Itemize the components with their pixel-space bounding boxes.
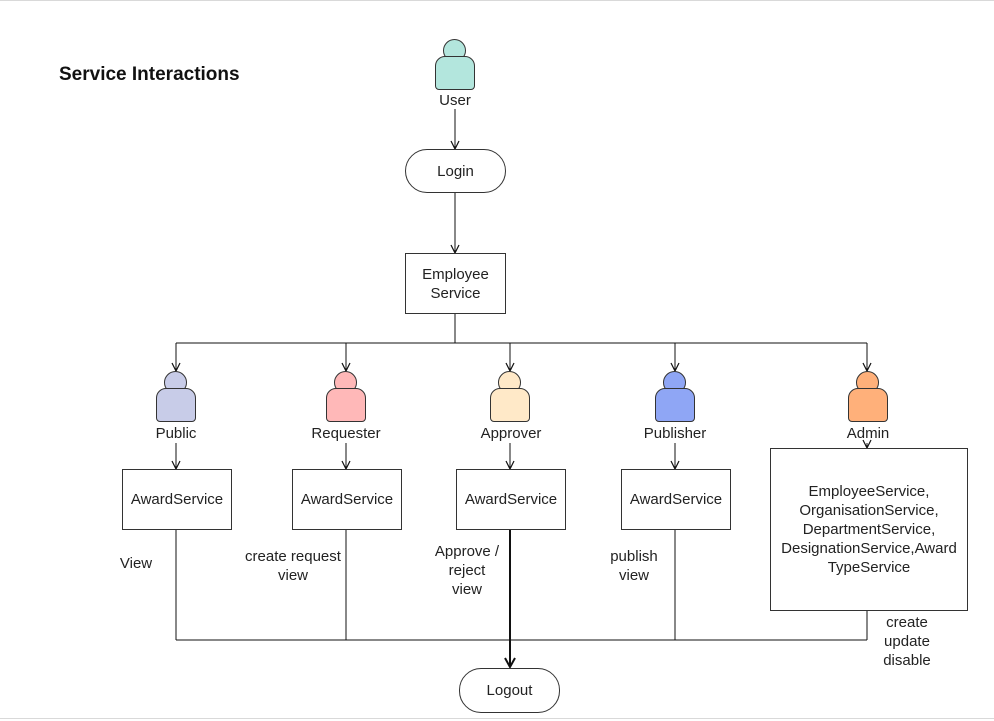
- requester-action-line-1: create request: [245, 548, 341, 565]
- diagram-title: Service Interactions: [59, 64, 240, 85]
- publisher-actor-icon: [655, 371, 695, 425]
- requester-label: Requester: [311, 425, 381, 442]
- approver-actor-icon: [490, 371, 530, 425]
- admin-services-line-3: DepartmentService,: [802, 521, 936, 538]
- admin-services-line-1: EmployeeService,: [808, 483, 930, 500]
- admin-services-line-2: OrganisationService,: [799, 502, 939, 519]
- requester-action-line-2: view: [277, 567, 308, 584]
- admin-services-line-5: TypeService: [827, 559, 911, 576]
- requester-action-label: create request view: [233, 547, 353, 585]
- login-node[interactable]: Login: [405, 149, 506, 193]
- user-actor-body: [435, 56, 475, 90]
- requester-actor-body: [326, 388, 366, 422]
- canvas-top-border: [0, 0, 994, 1]
- admin-action-line-3: disable: [883, 652, 931, 669]
- public-actor-icon: [156, 371, 196, 425]
- login-label: Login: [437, 162, 474, 180]
- publisher-action-line-2: view: [618, 567, 649, 584]
- logout-label: Logout: [486, 682, 533, 699]
- employee-service-line-1: Employee: [422, 265, 489, 283]
- requester-award-service-node[interactable]: AwardService: [292, 469, 402, 530]
- admin-actor-icon: [848, 371, 888, 425]
- logout-node[interactable]: Logout: [459, 668, 560, 713]
- approver-action-line-1: Approve /: [434, 543, 500, 560]
- user-label: User: [439, 92, 471, 109]
- approver-award-service-node[interactable]: AwardService: [456, 469, 566, 530]
- public-label: Public: [155, 425, 197, 442]
- approver-action-label: Approve / reject view: [424, 542, 510, 599]
- user-actor-icon: [435, 39, 475, 93]
- admin-action-label: create update disable: [872, 613, 942, 670]
- publisher-label: Publisher: [643, 425, 707, 442]
- approver-actor-body: [490, 388, 530, 422]
- employee-service-line-2: Service: [430, 284, 481, 302]
- public-actor-body: [156, 388, 196, 422]
- approver-action-line-2: reject: [448, 562, 486, 579]
- approver-action-line-3: view: [451, 581, 482, 598]
- requester-actor-icon: [326, 371, 366, 425]
- public-action-label: View: [106, 554, 166, 573]
- admin-services-node[interactable]: EmployeeService, OrganisationService, De…: [770, 448, 968, 611]
- approver-award-service-label: AwardService: [464, 491, 558, 508]
- approver-label: Approver: [480, 425, 542, 442]
- publisher-action-label: publish view: [599, 547, 669, 585]
- public-action-line-1: View: [119, 555, 153, 572]
- publisher-action-line-1: publish: [610, 548, 658, 565]
- admin-actor-body: [848, 388, 888, 422]
- admin-action-line-2: update: [884, 633, 930, 650]
- publisher-actor-body: [655, 388, 695, 422]
- publisher-award-service-node[interactable]: AwardService: [621, 469, 731, 530]
- publisher-award-service-label: AwardService: [629, 491, 723, 508]
- requester-award-service-label: AwardService: [300, 491, 394, 508]
- admin-services-line-4: DesignationService,Award: [781, 540, 957, 557]
- admin-label: Admin: [846, 425, 890, 442]
- public-award-service-node[interactable]: AwardService: [122, 469, 232, 530]
- canvas-bottom-border: [0, 718, 994, 719]
- employee-service-node[interactable]: Employee Service: [405, 253, 506, 314]
- public-award-service-label: AwardService: [130, 491, 224, 508]
- admin-action-line-1: create: [886, 614, 928, 631]
